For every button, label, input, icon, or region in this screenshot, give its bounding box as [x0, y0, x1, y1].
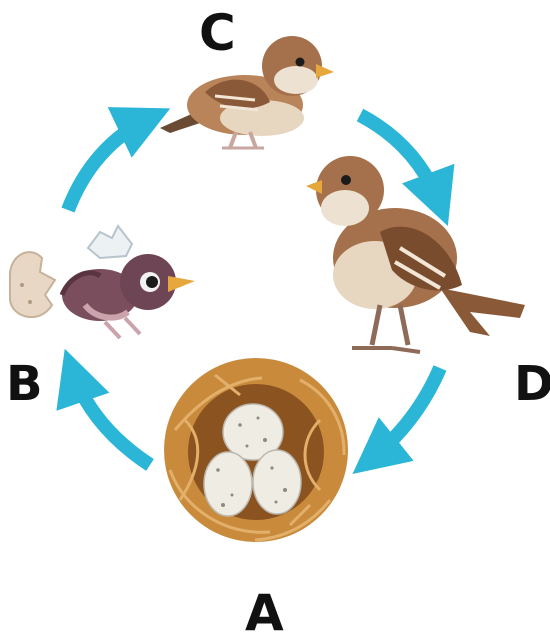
nest-illustration	[164, 358, 348, 542]
arrow-b-to-c	[68, 118, 150, 210]
adult-sparrow-illustration	[306, 156, 525, 352]
fledgling-illustration	[160, 36, 334, 148]
hatchling-illustration	[10, 226, 195, 338]
stage-label-c: C	[199, 8, 236, 58]
arrow-d-to-a	[370, 368, 440, 460]
arrow-a-to-b	[72, 370, 150, 465]
stage-label-a: A	[245, 588, 284, 638]
stage-label-b: B	[6, 360, 43, 408]
stage-label-d: D	[514, 360, 550, 408]
